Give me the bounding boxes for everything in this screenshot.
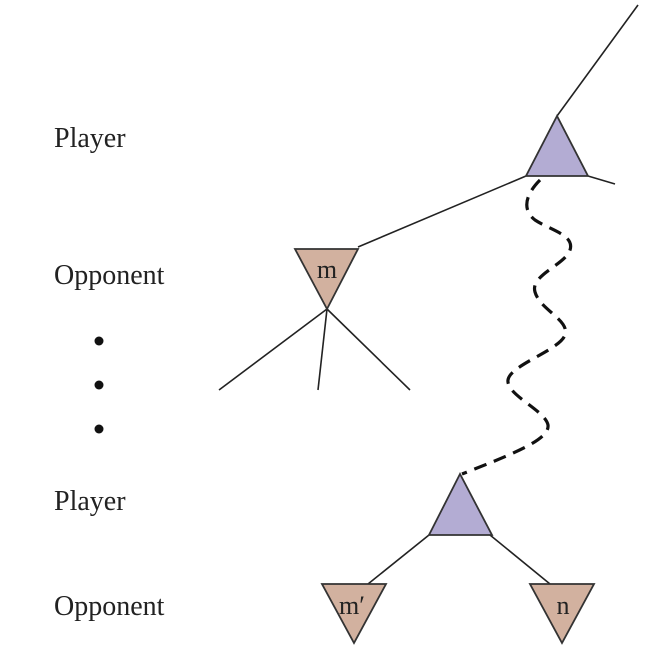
ellipsis-dot — [94, 424, 104, 434]
ellipsis-dot — [94, 336, 104, 346]
edge-m-child-2 — [317, 308, 328, 391]
ellipsis-dot — [94, 380, 104, 390]
edge-m-child-3 — [326, 308, 411, 391]
node-label-m-prime: m′ — [339, 591, 365, 620]
edge-root-to-top-player — [556, 4, 639, 117]
edge-dashed-path-top-to-bottom-player — [461, 178, 573, 476]
node-label-m: m — [317, 255, 337, 284]
node-label-n: n — [557, 591, 570, 620]
row-label-player-2: Player — [54, 486, 126, 517]
opponent-node-n — [528, 583, 596, 645]
player-node-bottom — [427, 472, 494, 536]
row-label-opponent-2: Opponent — [54, 591, 165, 622]
opponent-node-m — [293, 248, 360, 311]
edge-m-child-1 — [218, 308, 328, 391]
row-label-opponent-1: Opponent — [54, 260, 165, 291]
player-node-top — [524, 114, 590, 177]
vertical-ellipsis — [94, 336, 104, 434]
edge-bottom-player-to-m-prime — [367, 534, 430, 585]
opponent-node-m-prime — [320, 583, 388, 645]
row-label-player-1: Player — [54, 123, 126, 154]
edge-bottom-player-to-n — [489, 534, 551, 585]
edge-top-player-to-m — [357, 175, 527, 248]
edge-top-player-right-stub — [587, 175, 616, 185]
